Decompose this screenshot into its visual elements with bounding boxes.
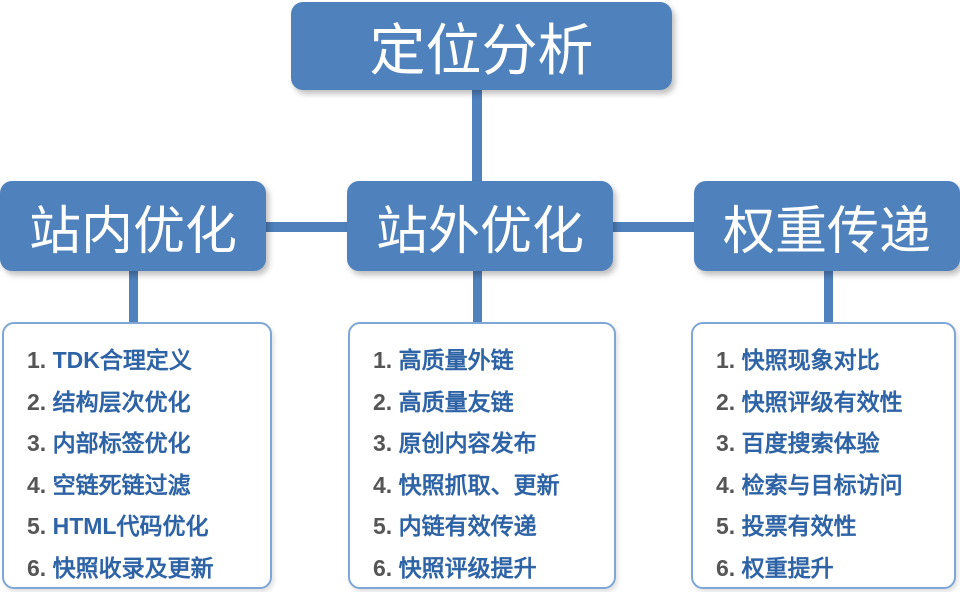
list-item: 3. 百度搜索体验 [716, 423, 954, 465]
item-text: 结构层次优化 [52, 388, 191, 415]
connector-root-to-middle [472, 90, 482, 181]
item-text: 快照评级提升 [398, 554, 537, 581]
item-number: 5. [373, 513, 393, 539]
branch-node-onsite: 站内优化 [0, 181, 266, 271]
list-item: 4. 空链死链过滤 [27, 465, 270, 507]
item-number: 1. [373, 347, 393, 373]
item-text: 投票有效性 [741, 513, 857, 539]
root-label: 定位分析 [369, 18, 594, 84]
item-text: 内部标签优化 [52, 430, 191, 456]
branch-node-weight: 权重传递 [694, 181, 960, 271]
connector-middle-to-panel [473, 271, 482, 322]
item-text: 快照现象对比 [741, 347, 880, 373]
list-item: 2. 快照评级有效性 [716, 382, 954, 424]
connector-right-to-panel [824, 271, 833, 322]
list-item: 6. 快照评级提升 [373, 548, 614, 590]
item-text: 快照抓取、更新 [398, 471, 560, 498]
item-list: 1. 高质量外链 2. 高质量友链 3. 原创内容发布 4. 快照抓取、更新 5… [373, 340, 614, 589]
item-text: 空链死链过滤 [52, 471, 191, 498]
list-item: 4. 快照抓取、更新 [373, 465, 614, 507]
list-item: 3. 内部标签优化 [27, 423, 270, 465]
list-item: 2. 高质量友链 [373, 382, 614, 424]
item-number: 1. [27, 347, 47, 373]
item-number: 3. [27, 430, 47, 456]
list-item: 6. 权重提升 [716, 548, 954, 590]
list-item: 5. HTML代码优化 [27, 506, 270, 548]
item-number: 4. [373, 471, 393, 498]
branch-node-offsite: 站外优化 [347, 181, 613, 271]
item-text: 高质量友链 [398, 388, 514, 415]
item-text: 快照评级有效性 [741, 388, 903, 415]
list-item: 1. TDK合理定义 [27, 340, 270, 382]
item-text: 权重提升 [741, 554, 834, 581]
branch-label: 权重传递 [722, 201, 931, 262]
item-number: 2. [716, 388, 736, 415]
panel-weight: 1. 快照现象对比 2. 快照评级有效性 3. 百度搜索体验 4. 检索与目标访… [691, 322, 956, 589]
item-number: 3. [373, 430, 393, 456]
item-text: 内链有效传递 [398, 513, 537, 539]
item-number: 6. [373, 554, 393, 581]
item-number: 3. [716, 430, 736, 456]
item-text: 快照收录及更新 [52, 554, 214, 581]
list-item: 1. 快照现象对比 [716, 340, 954, 382]
item-text: 原创内容发布 [398, 430, 537, 456]
item-text: 高质量外链 [398, 347, 514, 373]
item-text: 百度搜索体验 [741, 430, 880, 456]
item-text: TDK合理定义 [52, 347, 192, 373]
item-list: 1. 快照现象对比 2. 快照评级有效性 3. 百度搜索体验 4. 检索与目标访… [716, 340, 954, 589]
list-item: 5. 投票有效性 [716, 506, 954, 548]
item-number: 6. [716, 554, 736, 581]
list-item: 5. 内链有效传递 [373, 506, 614, 548]
item-number: 5. [716, 513, 736, 539]
item-number: 2. [27, 388, 47, 415]
branch-label: 站内优化 [28, 201, 237, 262]
item-text: HTML代码优化 [52, 513, 209, 539]
item-number: 6. [27, 554, 47, 581]
panel-offsite: 1. 高质量外链 2. 高质量友链 3. 原创内容发布 4. 快照抓取、更新 5… [348, 322, 616, 589]
item-number: 1. [716, 347, 736, 373]
panel-onsite: 1. TDK合理定义 2. 结构层次优化 3. 内部标签优化 4. 空链死链过滤… [2, 322, 272, 589]
connector-left-to-panel [129, 271, 138, 322]
list-item: 3. 原创内容发布 [373, 423, 614, 465]
item-list: 1. TDK合理定义 2. 结构层次优化 3. 内部标签优化 4. 空链死链过滤… [27, 340, 270, 589]
list-item: 4. 检索与目标访问 [716, 465, 954, 507]
item-number: 4. [27, 471, 47, 498]
branch-label: 站外优化 [375, 201, 584, 262]
item-number: 4. [716, 471, 736, 498]
root-node: 定位分析 [291, 2, 672, 90]
list-item: 2. 结构层次优化 [27, 382, 270, 424]
list-item: 6. 快照收录及更新 [27, 548, 270, 590]
item-number: 2. [373, 388, 393, 415]
item-text: 检索与目标访问 [741, 471, 903, 498]
list-item: 1. 高质量外链 [373, 340, 614, 382]
item-number: 5. [27, 513, 47, 539]
